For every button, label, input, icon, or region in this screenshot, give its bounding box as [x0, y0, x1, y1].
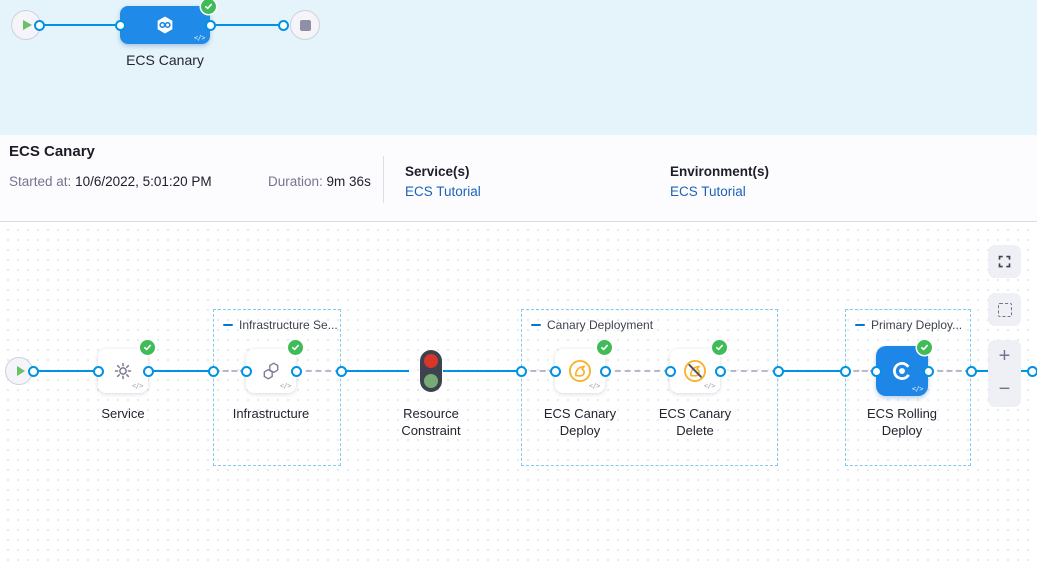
connector-port [143, 366, 154, 377]
success-check-icon [597, 340, 612, 355]
connector-port [278, 20, 289, 31]
code-glyph: </> [132, 382, 143, 390]
step-link-line [33, 370, 98, 373]
connector-port [516, 366, 527, 377]
fullscreen-icon [997, 254, 1012, 269]
connector-port [336, 366, 347, 377]
duration-label: Duration: [268, 174, 323, 189]
connector-port [923, 366, 934, 377]
pipeline-end-button[interactable] [290, 10, 320, 40]
connector-port [93, 366, 104, 377]
step-ecs-canary-deploy[interactable]: </> [555, 349, 605, 393]
connector-port [871, 366, 882, 377]
stage-node-label: ECS Canary [120, 52, 210, 68]
stop-icon [300, 20, 311, 31]
pipeline-title: ECS Canary [9, 143, 95, 160]
connector-port [34, 20, 45, 31]
connector-port [715, 366, 726, 377]
services-link[interactable]: ECS Tutorial [405, 184, 481, 199]
connector-port [205, 20, 216, 31]
group-header[interactable]: Canary Deployment [531, 318, 653, 332]
connector-port [208, 366, 219, 377]
group-header[interactable]: Infrastructure Se... [223, 318, 338, 332]
group-header[interactable]: Primary Deploy... [855, 318, 962, 332]
stage-link-line [39, 24, 120, 27]
step-link-line [443, 370, 521, 373]
connector-port [966, 366, 977, 377]
connector-port [550, 366, 561, 377]
stage-link-line [210, 24, 284, 27]
zoom-out-button[interactable]: − [988, 373, 1021, 406]
reset-selection-button[interactable] [988, 293, 1021, 326]
code-glyph: </> [589, 382, 600, 390]
step-service[interactable]: </> [98, 349, 148, 393]
connector-port [115, 20, 126, 31]
zoom-in-button[interactable]: + [988, 340, 1021, 373]
group-label: Canary Deployment [547, 318, 653, 332]
step-label: Resource Constraint [391, 405, 471, 439]
step-infrastructure[interactable]: </> [246, 349, 296, 393]
step-link-dashed [605, 370, 670, 372]
execution-graph-canvas[interactable]: Infrastructure Se... Canary Deployment P… [0, 222, 1037, 564]
success-check-icon [140, 340, 155, 355]
step-link-dashed [296, 370, 341, 372]
collapse-minus-icon[interactable] [855, 324, 865, 326]
canary-slash-icon [682, 358, 708, 384]
success-check-icon [201, 0, 216, 14]
environments-link[interactable]: ECS Tutorial [670, 184, 746, 199]
success-check-icon [917, 340, 932, 355]
connector-port [600, 366, 611, 377]
selection-square-icon [998, 303, 1012, 317]
code-glyph: </> [704, 382, 715, 390]
canary-icon [567, 358, 593, 384]
success-check-icon [288, 340, 303, 355]
duration: Duration: 9m 36s [268, 174, 371, 189]
connector-port [773, 366, 784, 377]
step-ecs-canary-delete[interactable]: </> [670, 349, 720, 393]
environments-label: Environment(s) [670, 164, 769, 179]
started-value: 10/6/2022, 5:01:20 PM [75, 174, 212, 189]
collapse-minus-icon[interactable] [531, 324, 541, 326]
code-glyph: </> [912, 385, 923, 393]
traffic-light-icon[interactable] [420, 350, 442, 392]
connector-port [291, 366, 302, 377]
stage-node-ecs-canary[interactable]: </> [120, 6, 210, 44]
fullscreen-button[interactable] [988, 245, 1021, 278]
connector-port [1027, 366, 1037, 377]
connector-port [28, 366, 39, 377]
started-label: Started at: [9, 174, 71, 189]
harness-pipeline-icon [152, 12, 178, 38]
step-label: Service [78, 405, 168, 422]
collapse-minus-icon[interactable] [223, 324, 233, 326]
group-label: Primary Deploy... [871, 318, 962, 332]
connector-port [840, 366, 851, 377]
step-link-line [778, 370, 845, 373]
step-link-line [341, 370, 409, 373]
step-link-dashed [720, 370, 778, 372]
started-at: Started at: 10/6/2022, 5:01:20 PM [9, 174, 212, 189]
play-icon [17, 366, 25, 376]
play-icon [23, 20, 32, 30]
red-light [424, 354, 438, 368]
services-label: Service(s) [405, 164, 470, 179]
step-link-dashed [928, 370, 971, 372]
execution-info-bar: ECS Canary Started at: 10/6/2022, 5:01:2… [0, 135, 1037, 222]
ecs-icon [889, 358, 915, 384]
group-label: Infrastructure Se... [239, 318, 338, 332]
hexagons-icon [260, 360, 282, 382]
connector-port [665, 366, 676, 377]
divider [383, 156, 384, 203]
gear-icon [112, 360, 134, 382]
stage-graph-banner: </> ECS Canary [0, 0, 1037, 135]
green-light [424, 374, 438, 388]
connector-port [241, 366, 252, 377]
duration-value: 9m 36s [327, 174, 371, 189]
code-glyph: </> [194, 34, 205, 42]
zoom-panel: + − [988, 340, 1021, 407]
code-glyph: </> [280, 382, 291, 390]
step-link-line [148, 370, 214, 373]
success-check-icon [712, 340, 727, 355]
